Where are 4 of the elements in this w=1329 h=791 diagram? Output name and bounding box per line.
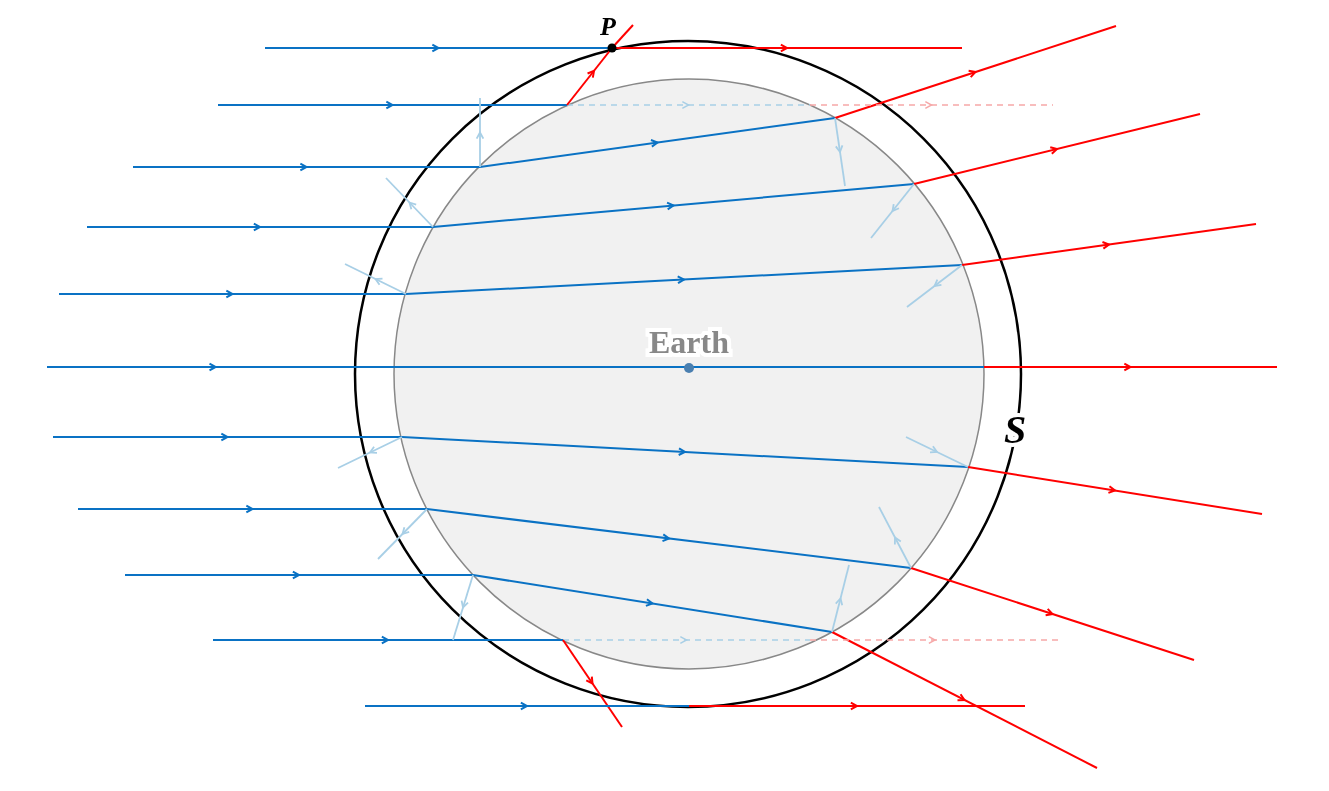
earth-circle [393, 78, 985, 670]
earth-label: Earth [649, 324, 729, 360]
sphere-outline [353, 39, 1023, 709]
point-label: P [600, 12, 616, 41]
